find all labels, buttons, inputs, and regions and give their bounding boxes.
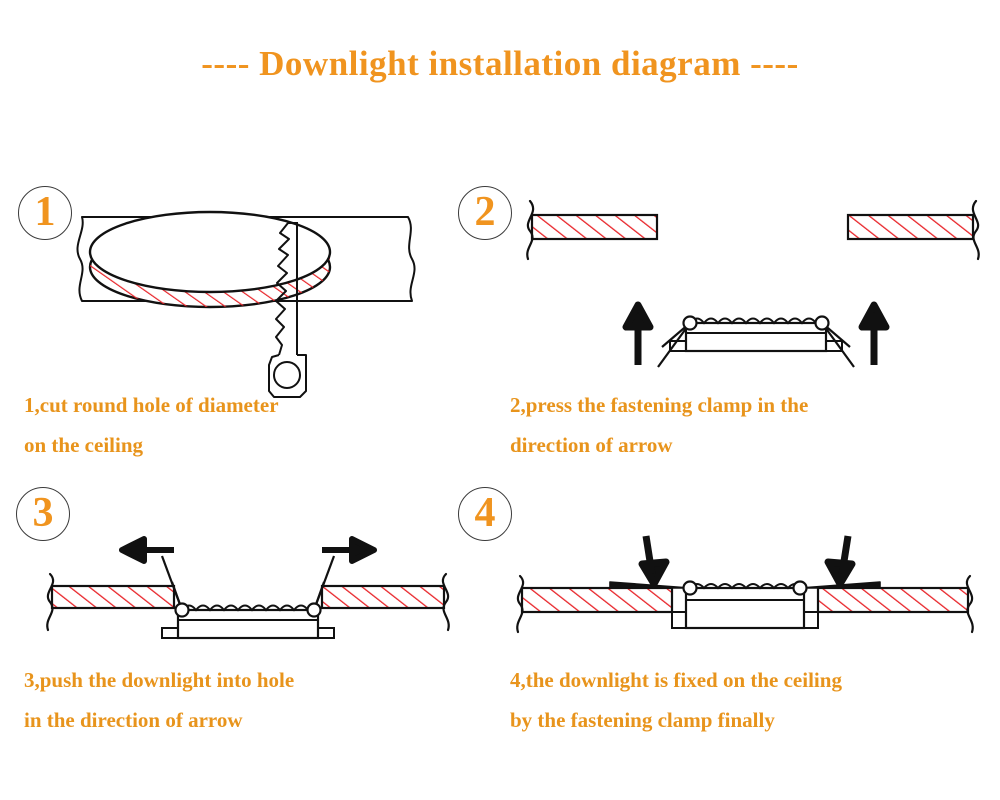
ceiling-section-left — [516, 574, 674, 634]
step-2: 2 — [455, 0, 1000, 457]
step-2-figure — [510, 195, 1000, 380]
step-2-caption-line-2: direction of arrow — [510, 433, 673, 457]
step-1-svg — [76, 210, 416, 398]
step-4-caption-line-2: by the fastening clamp finally — [510, 708, 775, 732]
break-line-left — [526, 199, 535, 261]
arrow-down-left — [638, 535, 670, 588]
step-4-svg — [516, 535, 974, 634]
step-4-figure — [500, 520, 990, 660]
keyhole-saw-teeth — [275, 222, 290, 356]
ceiling-section-left — [46, 572, 176, 632]
step-2-caption: 2,press the fastening clamp in the direc… — [510, 385, 808, 465]
keyhole-saw-handle-hole — [273, 361, 301, 389]
downlight-top-scallops — [689, 583, 803, 590]
downlight-body — [669, 317, 843, 353]
arrow-right — [322, 536, 377, 564]
downlight-top-scallops — [689, 317, 817, 325]
break-line-right — [965, 574, 974, 634]
fastening-clamp-left — [160, 555, 190, 618]
ceiling-section-left — [526, 199, 659, 261]
step-1-badge: 1 — [18, 186, 72, 240]
step-4: 4 — [455, 0, 1000, 732]
downlight-body — [671, 583, 819, 630]
step-2-svg — [526, 199, 980, 368]
step-1-caption: 1,cut round hole of diameter on the ceil… — [24, 385, 279, 465]
step-3-svg — [46, 536, 450, 640]
break-line-right — [441, 572, 450, 632]
step-1-figure — [60, 205, 430, 400]
break-line-right — [971, 199, 980, 261]
step-3-badge: 3 — [16, 487, 70, 541]
fastening-clamp-left — [657, 315, 698, 368]
arrow-up-right — [858, 301, 890, 365]
step-1-caption-line-2: on the ceiling — [24, 433, 143, 457]
step-2-badge: 2 — [458, 186, 512, 240]
keyhole-saw-blade — [288, 222, 298, 360]
ceiling-section-right — [816, 574, 974, 634]
fastening-clamp-right — [306, 555, 336, 618]
step-4-caption: 4,the downlight is fixed on the ceiling … — [510, 660, 842, 740]
step-1-caption-line-1: 1,cut round hole of diameter — [24, 393, 279, 417]
step-1: 1 — [0, 0, 500, 457]
step-3-caption: 3,push the downlight into hole in the di… — [24, 660, 294, 740]
arrow-up-left — [622, 301, 654, 365]
step-4-caption-line-1: 4,the downlight is fixed on the ceiling — [510, 668, 842, 692]
break-line-left — [516, 574, 525, 634]
fastening-clamp-right — [814, 315, 855, 368]
fastening-clamp-left — [609, 580, 698, 596]
round-hole-ellipse — [88, 210, 332, 309]
ceiling-section-right — [320, 572, 450, 632]
step-3-caption-line-2: in the direction of arrow — [24, 708, 243, 732]
page-title: ---- Downlight installation diagram ---- — [201, 44, 799, 83]
step-3: 3 — [0, 0, 500, 732]
downlight-body — [161, 604, 335, 640]
ceiling-section-right — [846, 199, 980, 261]
step-3-caption-line-1: 3,push the downlight into hole — [24, 668, 295, 692]
arrow-down-right — [824, 535, 856, 588]
step-3-figure — [22, 520, 482, 660]
downlight-top-scallops — [181, 604, 309, 612]
arrow-left — [119, 536, 174, 564]
step-2-caption-line-1: 2,press the fastening clamp in the — [510, 393, 809, 417]
keyhole-saw — [268, 222, 307, 398]
diagram-title-bar: ---- Downlight installation diagram ---- — [0, 44, 1000, 84]
break-line-left — [46, 572, 55, 632]
step-4-badge: 4 — [458, 487, 512, 541]
